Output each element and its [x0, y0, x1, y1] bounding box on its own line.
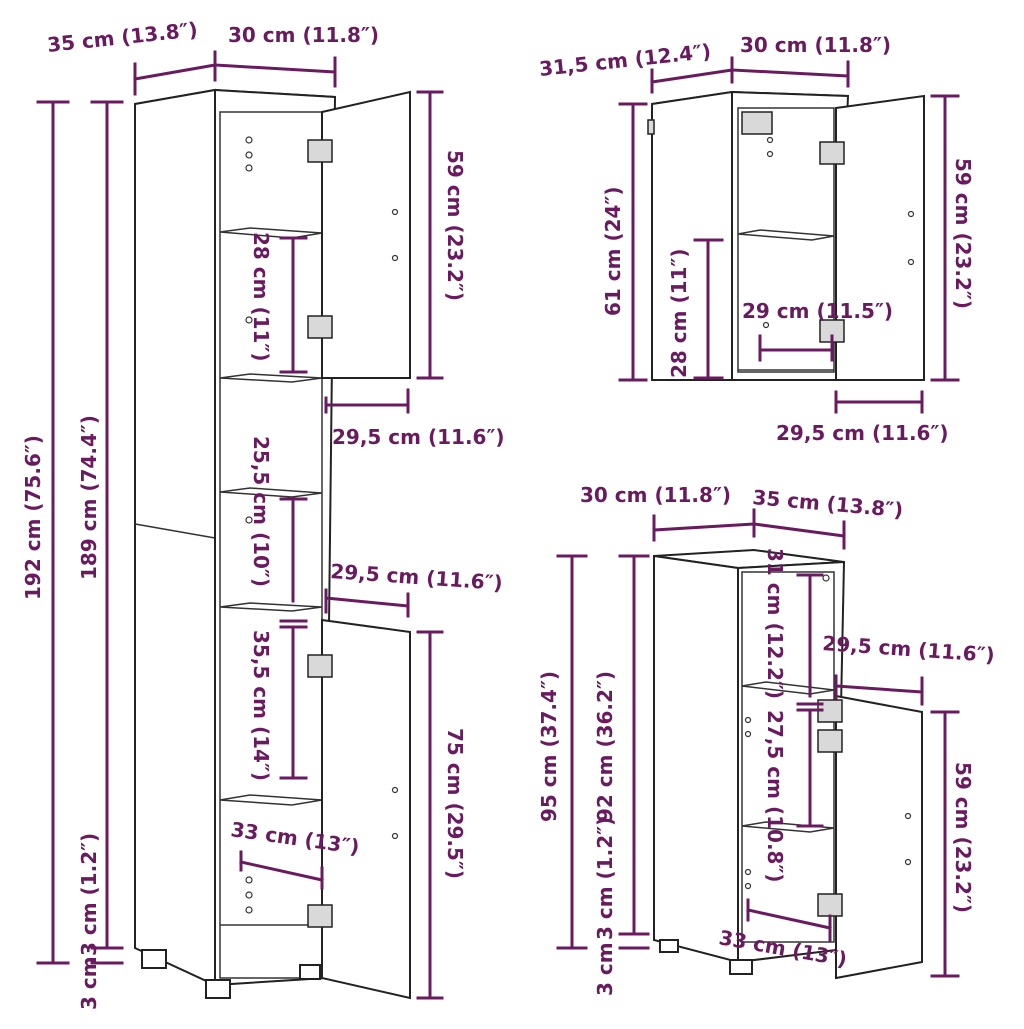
low-leg-height-cm-label: 3 cm	[593, 942, 617, 996]
low-cabinet-interior	[741, 571, 835, 943]
wall-shelf-gap-label: 28 cm (11″)	[667, 248, 691, 378]
bracket-icon	[741, 111, 773, 135]
tall-lower-door-height-label: 75 cm (29.5″)	[443, 728, 467, 879]
tall-cabinet-shelf	[219, 487, 323, 498]
low-lower-gap-label: 27,5 cm (10.8″)	[763, 710, 787, 883]
wall-depth-label: 31,5 cm (12.4″)	[538, 39, 712, 81]
hinge-icon	[819, 141, 845, 165]
tall-cabinet-interior	[219, 111, 323, 979]
low-depth-label: 35 cm (13.8″)	[752, 485, 905, 522]
tall-upper-gap-label: 28 cm (11″)	[249, 232, 273, 362]
low-cabinet-shelf	[741, 821, 835, 833]
hinge-icon	[817, 893, 843, 917]
tall-cabinet-leg	[205, 979, 231, 999]
low-total-height-label: 95 cm (37.4″)	[537, 671, 561, 822]
hinge-icon	[307, 315, 333, 339]
tall-cabinet-upper-door	[321, 90, 411, 379]
hinge-icon	[307, 904, 333, 928]
tall-total-height-label: 192 cm (75.6″)	[21, 435, 45, 600]
tall-cabinet-side	[134, 88, 216, 987]
wall-cabinet-shelf	[737, 229, 835, 241]
wall-cabinet-door	[835, 94, 925, 381]
wall-door-height-label: 59 cm (23.2″)	[951, 158, 975, 309]
wall-cabinet-dimensions	[618, 56, 960, 414]
tall-lower-door-width-label: 29,5 cm (11.6″)	[330, 559, 504, 595]
tall-upper-door-height-label: 59 cm (23.2″)	[443, 150, 467, 301]
tall-cabinet-dimensions	[36, 50, 444, 1000]
wall-door-width-label: 29,5 cm (11.6″)	[776, 421, 949, 445]
low-width-label: 30 cm (11.8″)	[580, 483, 731, 507]
tall-cabinet-leg	[141, 949, 167, 969]
wall-cabinet-side	[651, 90, 733, 381]
tall-leg-height-label: 3 cm (1.2″)	[77, 833, 101, 956]
low-door-height-label: 59 cm (23.2″)	[951, 762, 975, 913]
tall-cabinet-lower-door	[321, 618, 411, 1000]
wall-inner-depth-label: 29 cm (11.5″)	[742, 299, 893, 323]
wall-height-label: 61 cm (24″)	[601, 186, 625, 316]
low-cabinet-leg	[659, 939, 679, 953]
low-cabinet-leg	[729, 959, 753, 975]
low-door-width-label: 29,5 cm (11.6″)	[822, 631, 996, 667]
tall-width-label: 30 cm (11.8″)	[228, 23, 379, 47]
hinge-icon	[817, 729, 843, 753]
tall-cabinet-shelf	[219, 602, 323, 612]
tall-cabinet-leg	[299, 964, 321, 980]
wall-width-label: 30 cm (11.8″)	[740, 33, 891, 57]
tall-body-height-label: 189 cm (74.4″)	[77, 415, 101, 580]
hinge-icon	[307, 654, 333, 678]
tall-middle-gap-label: 25,5 cm (10″)	[249, 436, 273, 587]
tall-upper-door-width-label: 29,5 cm (11.6″)	[332, 425, 505, 449]
bracket-icon	[647, 119, 655, 135]
low-body-height-label: 92 cm (36.2″)	[593, 671, 617, 822]
tall-depth-label: 35 cm (13.8″)	[46, 17, 199, 57]
low-cabinet-drawing	[653, 548, 923, 980]
low-cabinet-door	[835, 694, 923, 980]
tall-leg-height-cm-label: 3 cm	[77, 956, 101, 1010]
hinge-icon	[307, 139, 333, 163]
low-leg-height-label: 3 cm (1.2″)	[593, 817, 617, 940]
low-cabinet-dimensions	[556, 508, 960, 978]
tall-cabinet-drawing	[134, 88, 411, 1000]
wall-cabinet-drawing	[647, 90, 925, 381]
wall-cabinet-labels: 31,5 cm (12.4″) 30 cm (11.8″) 61 cm (24″…	[538, 33, 975, 445]
low-upper-gap-label: 31 cm (12.2″)	[763, 548, 787, 699]
wall-cabinet-interior	[737, 107, 835, 373]
low-cabinet-side	[653, 554, 739, 964]
tall-cabinet-joint	[134, 523, 216, 539]
tall-cabinet-labels: 35 cm (13.8″) 30 cm (11.8″) 192 cm (75.6…	[21, 17, 505, 1010]
tall-lower-gap-label: 35,5 cm (14″)	[249, 630, 273, 781]
